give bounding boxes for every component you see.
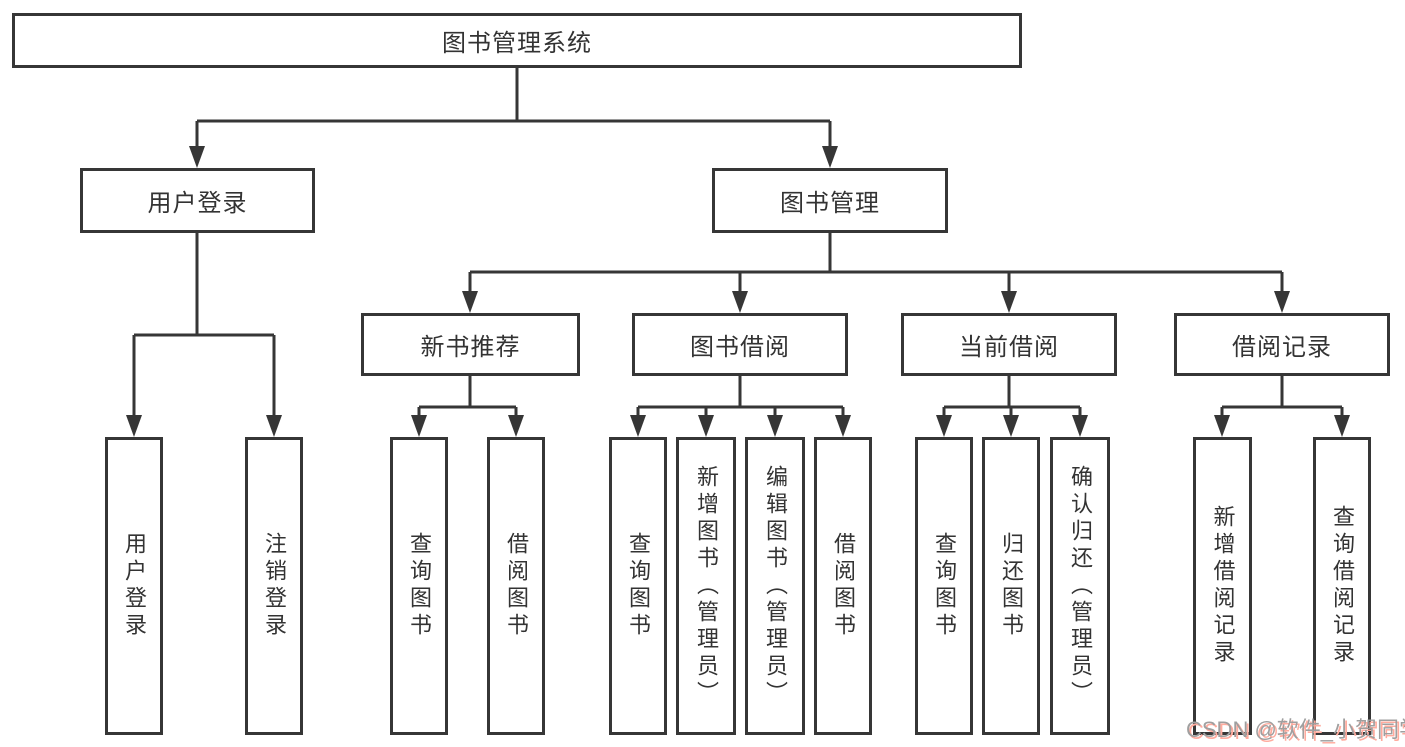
leaf-query-books-recommend-label: 查询图书: [407, 532, 432, 640]
leaf-confirm-return-label: 确认归还（管理员）: [1068, 464, 1093, 708]
leaf-add-books: 新增图书（管理员）: [676, 437, 736, 735]
leaf-query-borrow-record-label: 查询借阅记录: [1330, 505, 1355, 667]
node-user-login-label: 用户登录: [147, 190, 248, 217]
leaf-borrow-books-borrow: 借阅图书: [814, 437, 872, 735]
leaf-logout-label: 注销登录: [262, 532, 287, 640]
node-current-borrow-label: 当前借阅: [959, 334, 1059, 361]
leaf-edit-books: 编辑图书（管理员）: [745, 437, 805, 735]
leaf-return-books: 归还图书: [982, 437, 1040, 735]
leaf-logout: 注销登录: [245, 437, 303, 735]
node-root-label: 图书管理系统: [442, 30, 592, 57]
leaf-return-books-label: 归还图书: [999, 532, 1024, 640]
node-user-login: 用户登录: [80, 168, 315, 233]
leaf-query-books-borrow: 查询图书: [609, 437, 667, 735]
node-book-mgmt-label: 图书管理: [780, 190, 880, 217]
leaf-query-books-current: 查询图书: [915, 437, 973, 735]
leaf-edit-books-label: 编辑图书（管理员）: [763, 464, 788, 708]
leaf-query-books-borrow-label: 查询图书: [626, 532, 651, 640]
leaf-query-books-recommend: 查询图书: [390, 437, 448, 735]
leaf-query-books-current-label: 查询图书: [932, 532, 957, 640]
leaf-query-borrow-record: 查询借阅记录: [1313, 437, 1371, 735]
leaf-add-books-label: 新增图书（管理员）: [694, 464, 719, 708]
node-new-books-label: 新书推荐: [420, 334, 521, 361]
node-borrow-records: 借阅记录: [1174, 313, 1390, 376]
leaf-user-login: 用户登录: [105, 437, 163, 735]
node-book-mgmt: 图书管理: [712, 168, 948, 233]
leaf-borrow-books-borrow-label: 借阅图书: [831, 532, 856, 640]
arrowheads: [126, 146, 1350, 437]
leaf-confirm-return: 确认归还（管理员）: [1050, 437, 1110, 735]
leaf-add-borrow-record: 新增借阅记录: [1193, 437, 1252, 735]
leaf-add-borrow-record-label: 新增借阅记录: [1210, 505, 1236, 667]
node-book-borrow: 图书借阅: [632, 313, 848, 376]
csdn-watermark: CSDN @软件_小贺同学: [1186, 717, 1405, 742]
leaf-borrow-books-recommend: 借阅图书: [487, 437, 545, 735]
leaf-borrow-books-recommend-label: 借阅图书: [504, 532, 529, 640]
node-borrow-records-label: 借阅记录: [1232, 334, 1332, 361]
leaf-user-login-label: 用户登录: [122, 532, 147, 640]
node-new-books: 新书推荐: [361, 313, 580, 376]
node-book-borrow-label: 图书借阅: [690, 334, 790, 361]
node-current-borrow: 当前借阅: [901, 313, 1117, 376]
node-root: 图书管理系统: [12, 13, 1022, 68]
